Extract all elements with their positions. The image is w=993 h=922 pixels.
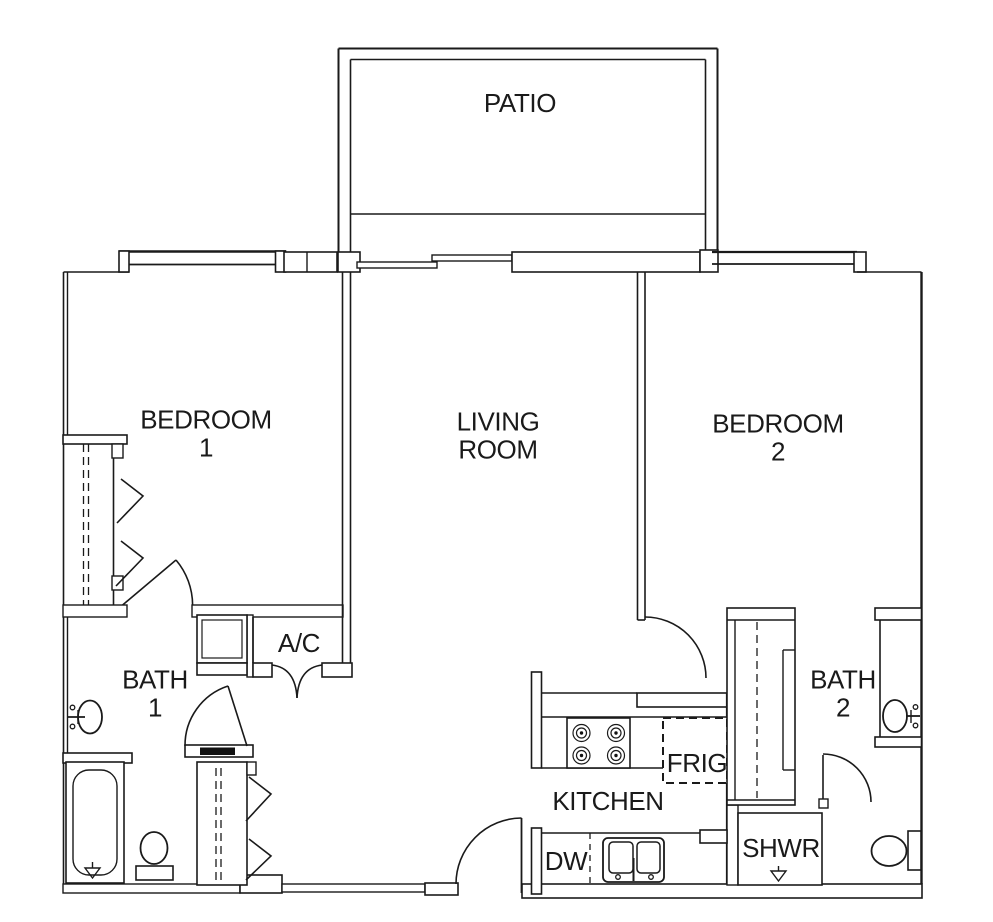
window-bedroom1	[118, 250, 287, 273]
door-swing-arc	[822, 753, 872, 803]
window-bedroom2	[712, 250, 867, 273]
sliding-glass-door	[356, 254, 513, 269]
living-room-label: LIVING ROOM	[456, 406, 540, 464]
bath1-toilet	[135, 831, 174, 881]
drain-symbol	[769, 870, 788, 883]
door-swing-arc	[175, 559, 194, 606]
bifold-door-arrows	[245, 776, 273, 822]
bath2-label: BATH 2	[810, 664, 876, 722]
entry-door	[455, 817, 523, 893]
drain-symbol	[83, 867, 102, 880]
bath1-label: BATH 1	[122, 664, 188, 722]
ac-closet	[252, 617, 323, 699]
shower-stall	[737, 812, 823, 886]
ac-closet-label: A/C	[277, 628, 321, 659]
bath2-sink	[882, 699, 908, 733]
bath1-sink	[67, 699, 103, 735]
bedroom2-closet	[726, 607, 796, 806]
shower-label: SHWR	[742, 833, 820, 864]
bifold-door-right	[296, 664, 323, 699]
bath2-toilet	[870, 830, 922, 871]
bath2-vanity	[874, 620, 923, 748]
kitchen-double-sink	[602, 837, 665, 883]
bath2-door	[818, 753, 872, 809]
bifold-door-arrows	[116, 478, 145, 524]
linen-closet	[196, 614, 248, 676]
patio-label: PATIO	[483, 88, 557, 119]
dishwasher-label: DW	[544, 846, 588, 877]
hall-closet	[196, 761, 273, 886]
patio-walls	[337, 47, 719, 252]
kitchen-label: KITCHEN	[552, 786, 664, 817]
bottom-wall	[62, 874, 923, 899]
stove	[566, 717, 631, 769]
exterior-walls	[62, 249, 923, 899]
bath1-door	[184, 685, 248, 747]
bathtub	[65, 761, 125, 884]
stove-burners	[572, 723, 626, 765]
bedroom2-door-arc	[644, 616, 707, 679]
door-swing-arc	[455, 817, 522, 885]
bifold-door-left	[271, 664, 298, 699]
bedroom1-closet	[62, 434, 145, 605]
bedroom2-label: BEDROOM 2	[712, 408, 844, 466]
bedroom1-door	[122, 559, 194, 606]
interior-walls	[62, 272, 923, 886]
refrigerator-dashed	[662, 717, 728, 784]
door-swing-arc	[184, 685, 229, 747]
bedroom1-label: BEDROOM 1	[140, 404, 272, 462]
refrigerator-label: FRIG	[666, 748, 728, 779]
pocket-door-marker	[200, 747, 235, 755]
